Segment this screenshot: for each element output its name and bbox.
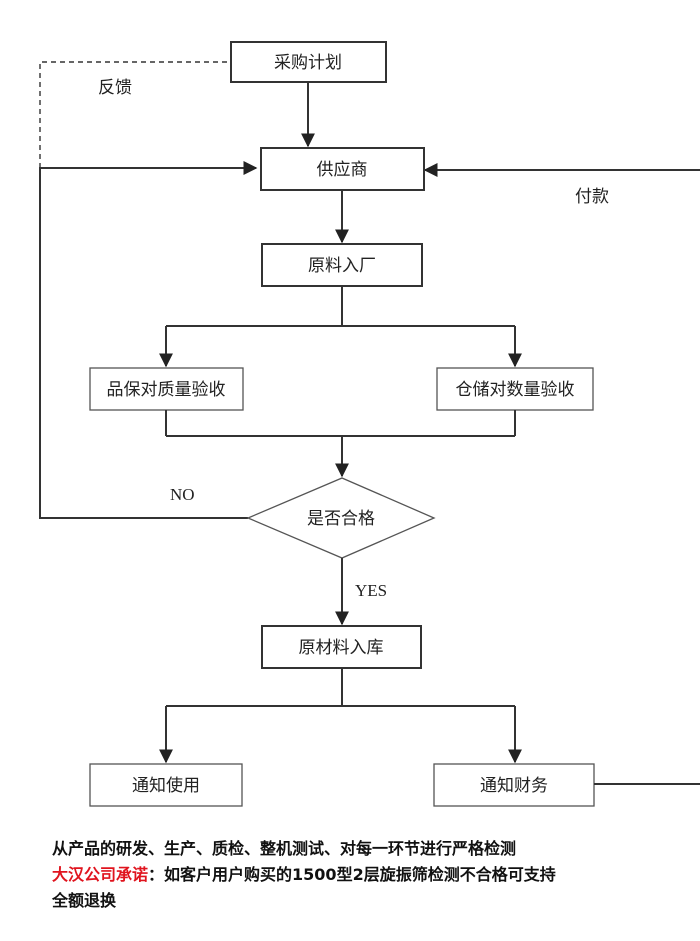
yes-label: YES	[355, 581, 387, 600]
footer-promise-label: 大汉公司承诺	[52, 865, 149, 884]
node-raw-material-in	[261, 243, 423, 287]
feedback-label: 反馈	[98, 78, 132, 98]
no-loop-line	[39, 161, 258, 519]
feedback-dashed-line	[39, 57, 245, 168]
node-decision-label: 是否合格	[307, 509, 375, 529]
footer-refund-text: 全额退换	[52, 891, 117, 910]
node-notify-use	[89, 763, 243, 807]
node-supplier-label: 供应商	[317, 160, 368, 180]
footer-quality-statement: 从产品的研发、生产、质检、整机测试、对每一环节进行严格检测	[52, 839, 517, 858]
node-procurement-plan-label: 采购计划	[274, 53, 342, 73]
node-supplier	[260, 147, 425, 191]
node-quality-check	[89, 367, 244, 411]
node-warehouse-in-label: 原材料入库	[299, 638, 384, 658]
node-quantity-check-label: 仓储对数量验收	[456, 380, 575, 400]
node-notify-finance-label: 通知财务	[480, 776, 548, 796]
node-quality-check-label: 品保对质量验收	[107, 380, 226, 400]
footer-promise-text: 如客户用户购买的1500型2层旋振筛检测不合格可支持	[164, 865, 556, 884]
flowchart: 反馈 NO 付款 采购计划 供应商 原料入厂 品保对质量验收 仓储对数量验收 是…	[39, 41, 700, 807]
node-warehouse-in	[261, 625, 422, 669]
payment-label: 付款	[575, 187, 609, 207]
node-notify-finance	[433, 763, 595, 807]
node-notify-use-label: 通知使用	[132, 775, 200, 796]
footer-promise-line: 大汉公司承诺：如客户用户购买的1500型2层旋振筛检测不合格可支持	[52, 862, 682, 888]
node-quantity-check	[436, 367, 594, 411]
footer-colon: ：	[148, 865, 165, 884]
node-raw-material-in-label: 原料入厂	[308, 256, 376, 276]
no-label: NO	[170, 485, 195, 504]
